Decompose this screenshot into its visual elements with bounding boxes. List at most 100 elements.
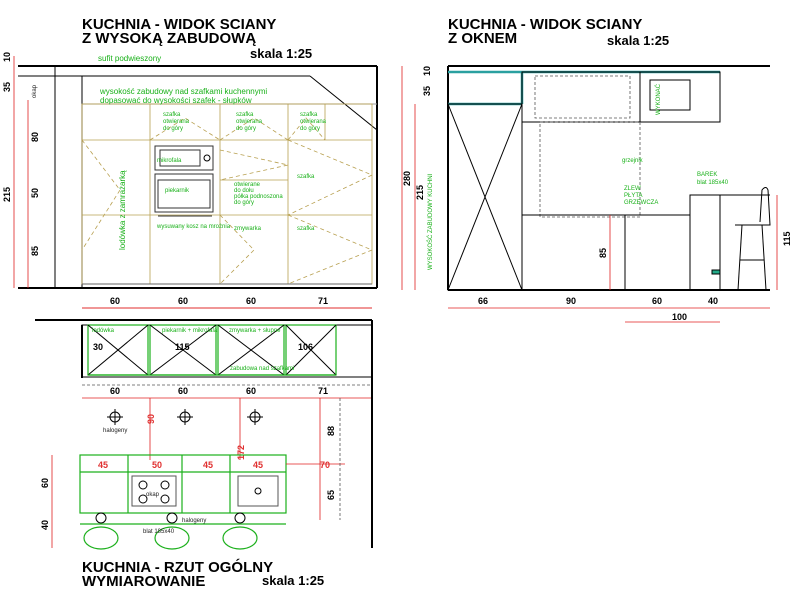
height-value: 280	[402, 171, 412, 186]
okap-label: okap	[146, 492, 160, 498]
island-right-dim: 70	[320, 460, 330, 470]
shelf-a-1: szafka	[163, 112, 181, 118]
island-vdim-40: 40	[40, 520, 50, 530]
height-value-2: 215	[415, 185, 425, 200]
shelf-c-1: szafka	[300, 112, 318, 118]
dim-v-35: 35	[2, 82, 12, 92]
sink-line-1: ZLEW	[624, 186, 641, 192]
title-line-1: KUCHNIA - WIDOK SCIANY	[82, 16, 276, 33]
title-wall-window: KUCHNIA - WIDOK SCIANY Z OKNEM skala 1:2…	[448, 16, 669, 48]
okap-label: okap	[32, 84, 38, 98]
title-line-2: Z OKNEM	[448, 30, 517, 47]
height-label: WYSOKOŚĆ ZABUDOWY KUCHNI	[426, 173, 434, 270]
dim-v-215: 215	[2, 187, 12, 202]
shelf-a-2: otwierana	[163, 119, 190, 125]
title-line-1: KUCHNIA - RZUT OGÓLNY	[82, 558, 273, 576]
dim-v-10: 10	[2, 52, 12, 62]
island-dim-2: 45	[203, 460, 213, 470]
title-scale: skala 1:25	[250, 46, 312, 61]
title-scale: skala 1:25	[262, 573, 324, 588]
shelf-b-1: szafka	[236, 112, 254, 118]
island-vdim-60: 60	[40, 478, 50, 488]
halogen-icon	[247, 409, 263, 425]
drawer-label-3: półka podnoszona	[234, 194, 283, 200]
drawer-label-2: do dołu	[234, 188, 254, 194]
shelf-a-3: do góry	[163, 126, 183, 132]
cab-right-2: szafka	[297, 226, 315, 232]
dishwasher-label: zmywarka	[234, 226, 262, 232]
dim-v-35: 35	[422, 86, 432, 96]
dim-h-60: 60	[652, 296, 662, 306]
fridge-label: lodówka z zamrażarką	[118, 170, 127, 250]
dim2-0: 60	[110, 386, 120, 396]
title-scale: skala 1:25	[607, 33, 669, 48]
drawer-label-1: otwierane	[234, 182, 261, 188]
dim-h-3: 71	[318, 296, 328, 306]
title-line-2: Z WYSOKĄ ZABUDOWĄ	[82, 30, 256, 47]
right-vdim-65: 65	[326, 490, 336, 500]
shelf-b-3: do góry	[236, 126, 256, 132]
halogen-label: halogeny	[103, 428, 127, 434]
top-label-oven: piekarnik + mikrofala	[162, 328, 218, 334]
stool-icon	[154, 512, 190, 550]
stool-icon	[83, 512, 119, 550]
top-label-fridge: lodówka	[92, 328, 115, 334]
dim2-1: 60	[178, 386, 188, 396]
title-plan: KUCHNIA - RZUT OGÓLNY WYMIAROWANIE skala…	[82, 558, 324, 590]
shelf-c-3: do góry	[300, 126, 320, 132]
sink-line-2: PŁYTA	[624, 193, 643, 199]
dim-v-115: 115	[782, 231, 792, 246]
microwave-label: mikrofala	[157, 158, 182, 164]
island-dim-3: 45	[253, 460, 263, 470]
dim-h-0: 60	[110, 296, 120, 306]
title-wall-tall: KUCHNIA - WIDOK SCIANY Z WYSOKĄ ZABUDOWĄ…	[82, 16, 312, 61]
dim-v-50: 50	[30, 188, 40, 198]
sink-line-3: GRZEWCZA	[624, 200, 658, 206]
elevation-right: WYKONAĆ grzejnik ZLEW PŁYTA GRZEWCZA BAR…	[401, 65, 792, 323]
grill-label: grzejnik	[622, 158, 644, 164]
window-label: WYKONAĆ	[655, 83, 662, 115]
shelf-b-2: otwierana	[236, 119, 263, 125]
dim-v-85: 85	[30, 246, 40, 256]
cab-value-106: 106	[298, 342, 313, 352]
bar-sub: blat 185x40	[697, 180, 729, 186]
dim-v-85: 85	[598, 248, 608, 258]
oven-label: piekarnik	[165, 188, 190, 194]
elevation-left: sufit podwieszony wysokość zabudowy nad …	[2, 52, 378, 309]
dim-h-90: 90	[566, 296, 576, 306]
bar-label: BAREK	[697, 172, 717, 178]
cab-value-115: 115	[175, 342, 190, 352]
cab-value-30: 30	[93, 342, 103, 352]
dim2-3: 71	[318, 386, 328, 396]
blat-label: blat 185x40	[143, 529, 175, 535]
plan-view: lodówka piekarnik + mikrofala zmywarka +…	[35, 307, 373, 550]
dim-h-100: 100	[672, 312, 687, 322]
dim-h-66: 66	[478, 296, 488, 306]
drawer-label-4: do góry	[234, 200, 254, 206]
dim2-2: 60	[246, 386, 256, 396]
halogen-icon	[177, 409, 193, 425]
note-line-2: dopasować do wysokości szafek - słupków	[100, 96, 252, 105]
note-line-1: wysokość zabudowy nad szafkami kuchennym…	[99, 87, 267, 96]
washer-label: wysuwany kosz na mrożnia	[156, 224, 231, 230]
halogen-icon	[107, 409, 123, 425]
counter-label: zabudowa nad szafkami	[230, 366, 294, 372]
title-line-1: KUCHNIA - WIDOK SCIANY	[448, 16, 642, 33]
top-label-dishwasher: zmywarka + słupne	[229, 328, 281, 334]
island-dim-1: 50	[152, 460, 162, 470]
shelf-c-2: otwierana	[300, 119, 327, 125]
halogen-label-2: halogeny	[182, 518, 206, 524]
dim-v-80: 80	[30, 132, 40, 142]
dim-90: 90	[146, 414, 156, 424]
dim-h-2: 60	[246, 296, 256, 306]
dim-h-1: 60	[178, 296, 188, 306]
dim-172: 172	[236, 445, 246, 460]
title-line-2: WYMIAROWANIE	[82, 573, 205, 590]
right-vdim-88: 88	[326, 426, 336, 436]
soffit-label: sufit podwieszony	[98, 54, 161, 63]
cab-right-1: szafka	[297, 174, 315, 180]
dim-h-40: 40	[708, 296, 718, 306]
dim-v-10: 10	[422, 66, 432, 76]
island-dim-0: 45	[98, 460, 108, 470]
